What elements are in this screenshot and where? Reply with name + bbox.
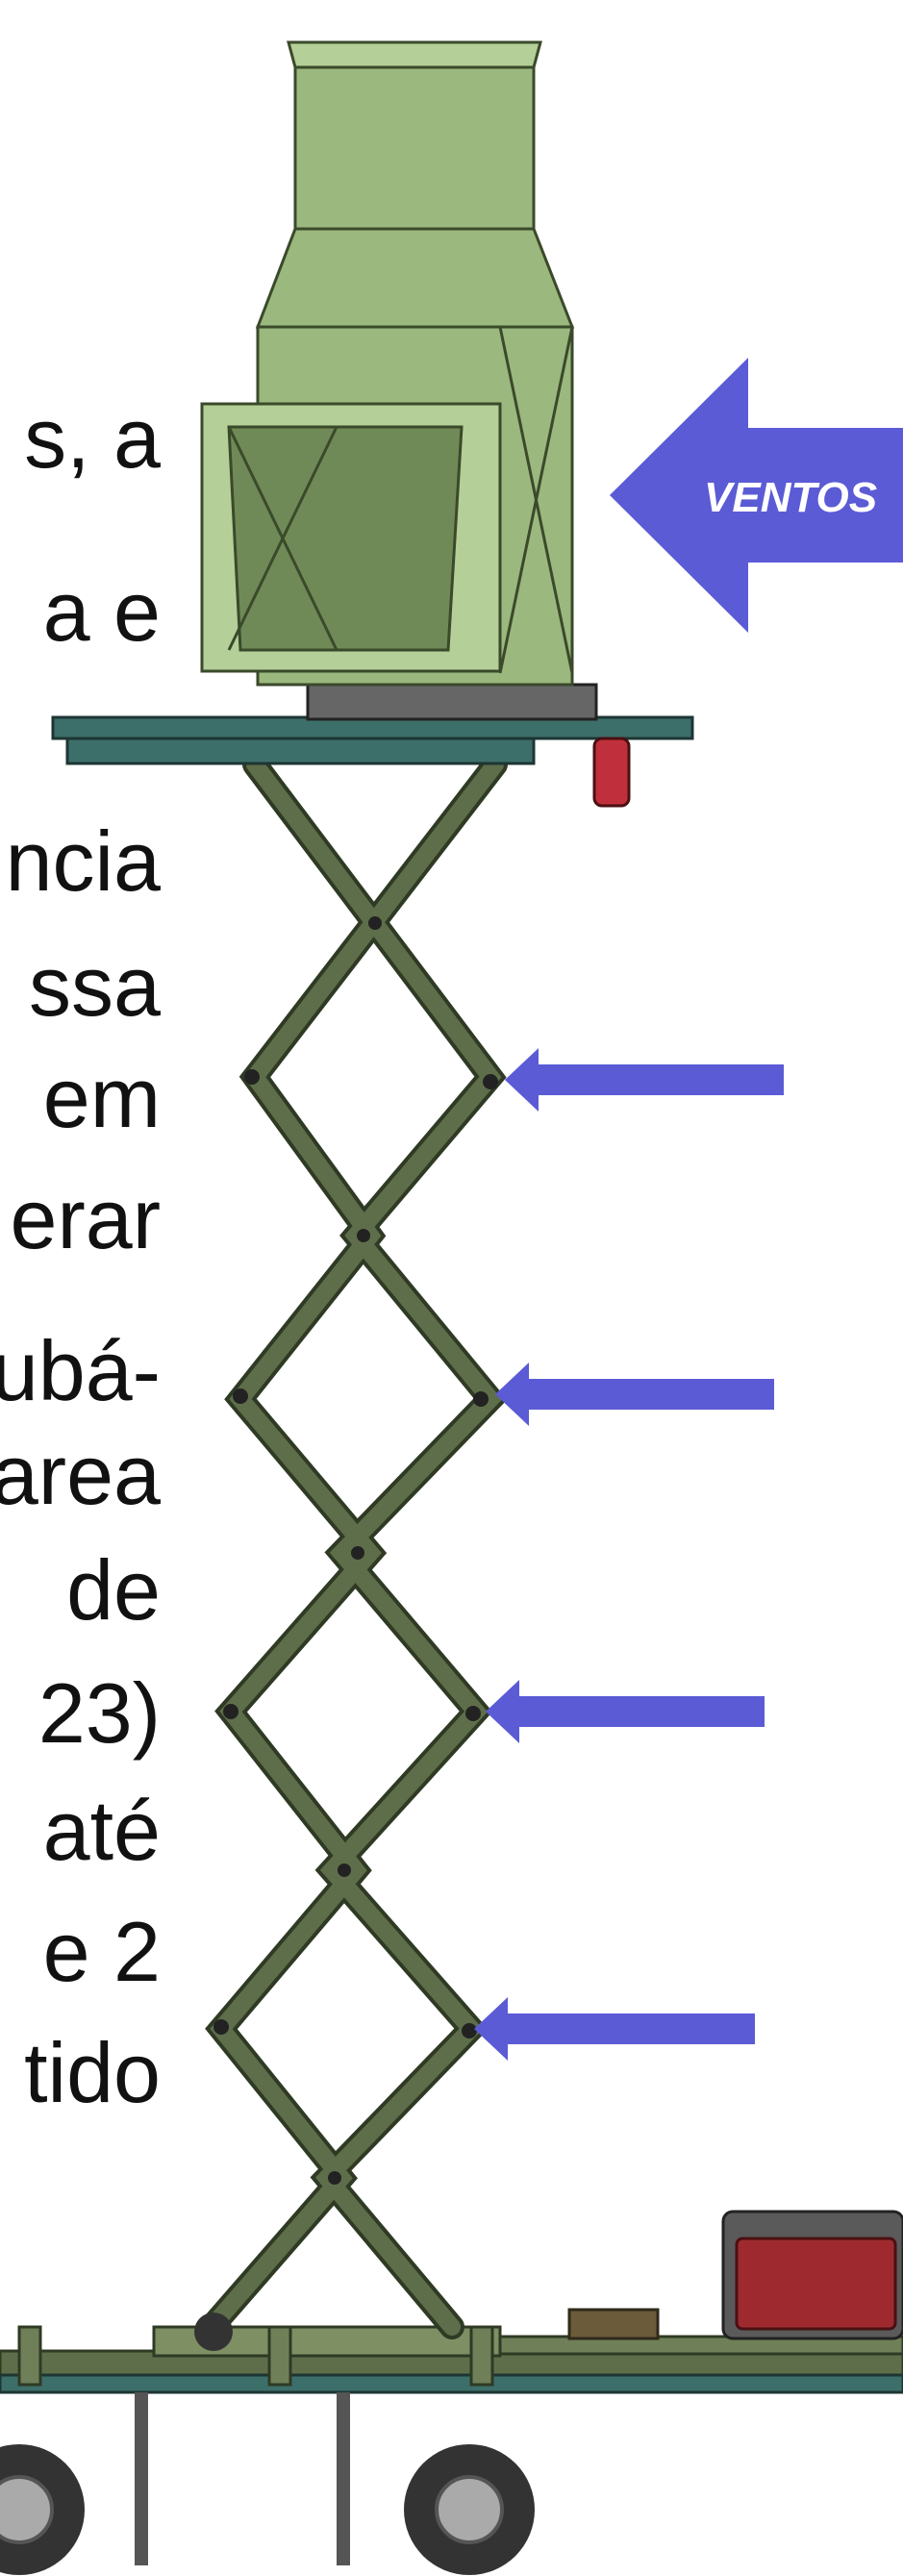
crate (567, 2308, 660, 2340)
pivot (483, 1074, 498, 1089)
motor-housing (592, 737, 631, 808)
text-line-7: ubá- (0, 1323, 161, 1418)
text-line-4: ssa (29, 938, 161, 1034)
side-arrow-1 (505, 1048, 784, 1112)
pivot (368, 916, 382, 930)
pivot (338, 1863, 351, 1877)
text-line-5: em (42, 1050, 161, 1145)
text-line-10: 23) (38, 1665, 161, 1761)
pivot (357, 1229, 370, 1242)
text-line-1: s, a (24, 390, 161, 486)
pivot (473, 1391, 489, 1407)
support-leg-left (135, 2392, 148, 2565)
wheel-right-hub (435, 2475, 504, 2544)
trailer-post-3 (469, 2325, 494, 2387)
wheel-left-hub (0, 2475, 54, 2544)
text-line-9: de (66, 1542, 161, 1638)
fan-top-flare (287, 40, 542, 69)
platform-beam (65, 737, 536, 765)
pivot (351, 1546, 364, 1560)
platform (51, 683, 694, 808)
generator (721, 2210, 903, 2340)
wind-arrow-label: VENTOS (704, 474, 877, 521)
side-arrow-2 (495, 1363, 774, 1426)
scissor-arms (203, 756, 504, 2336)
text-line-6: erar (10, 1171, 162, 1266)
trailer-post-2 (267, 2325, 292, 2387)
text-line-3: ncia (5, 813, 161, 909)
text-line-8: area (0, 1427, 161, 1522)
trailer-rail (0, 2373, 903, 2394)
wind-arrow-shape (610, 358, 903, 633)
scissor-lift (194, 752, 508, 2351)
fan-top-cylinder (293, 65, 536, 231)
base-pivot-wheel (194, 2313, 233, 2351)
fan-inlet-bracing (227, 426, 339, 651)
side-arrow-3 (486, 1680, 765, 1743)
text-line-13: tido (24, 2025, 161, 2120)
pivot (223, 1704, 238, 1719)
generator-body (735, 2237, 897, 2331)
text-line-2: a e (42, 563, 161, 659)
pivot (465, 1706, 481, 1721)
pivot (213, 2019, 229, 2035)
trailer-deck-right (498, 2335, 903, 2356)
fan-duct (200, 40, 575, 687)
pivot (328, 2171, 341, 2185)
turntable-gear (306, 683, 598, 721)
wheels (0, 2444, 535, 2575)
fan-inlet-opening (227, 425, 464, 652)
support-leg-right (337, 2392, 350, 2565)
pivot (462, 2023, 477, 2038)
fan-transition (255, 227, 575, 329)
pivot (233, 1388, 248, 1404)
trailer (0, 2308, 903, 2565)
side-arrows (474, 1048, 784, 2061)
side-arrow-4 (474, 1997, 755, 2061)
trailer-post-1 (17, 2325, 42, 2387)
text-line-12: e 2 (42, 1904, 161, 1999)
text-line-11: até (42, 1783, 161, 1878)
wind-arrow: VENTOS (610, 358, 903, 633)
fan-side-bracing (498, 326, 574, 674)
pivot (244, 1069, 260, 1085)
